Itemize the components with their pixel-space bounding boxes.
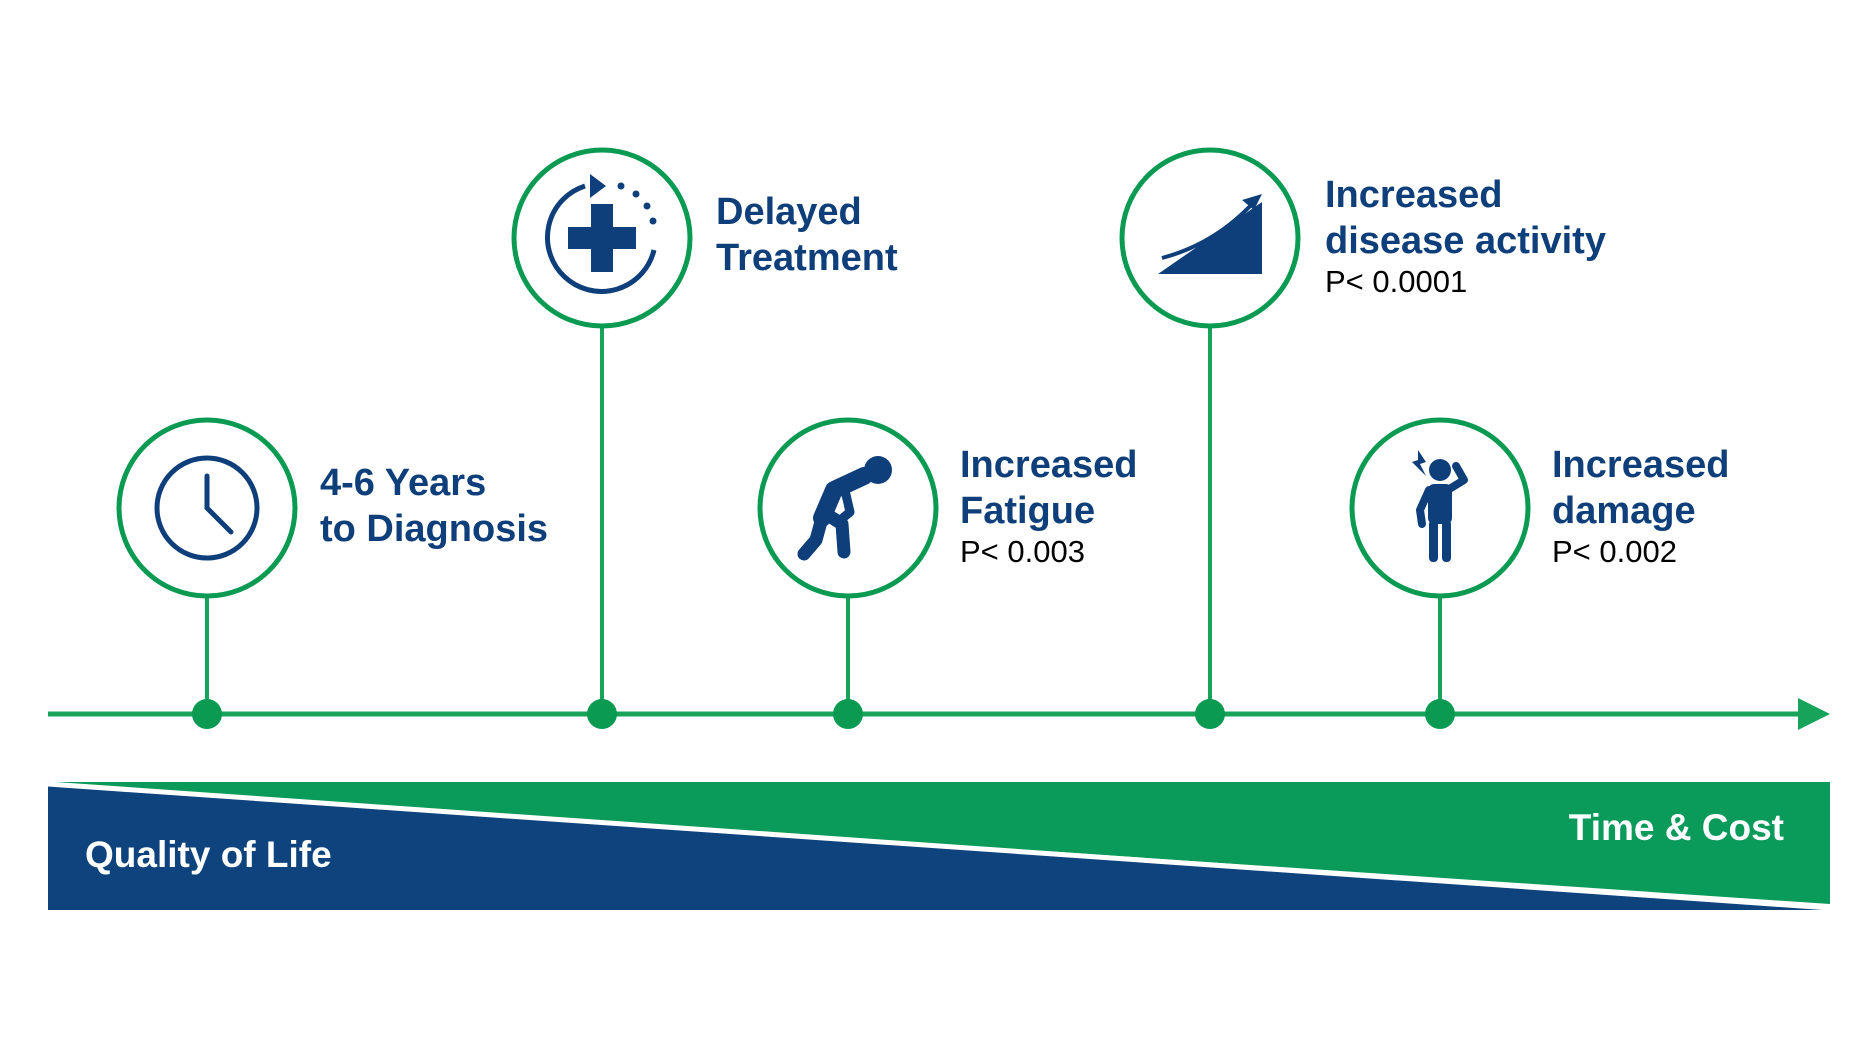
axis-dot-treatment	[587, 699, 617, 729]
axis-dot-disease	[1195, 699, 1225, 729]
tired-person-icon	[797, 456, 892, 561]
rising-trend-icon	[1158, 194, 1262, 274]
band-divider	[47, 781, 1831, 911]
medical-cross-refresh-icon	[544, 174, 657, 294]
time-and-cost-label: Time & Cost	[1568, 807, 1784, 848]
timeline-arrowhead	[1798, 698, 1830, 730]
label-fatigue-line2: Fatigue	[960, 490, 1096, 532]
label-disease: Increased disease activity P< 0.0001	[1325, 172, 1606, 300]
label-fatigue: Increased Fatigue P< 0.003	[960, 442, 1137, 570]
axis-dot-fatigue	[833, 699, 863, 729]
label-diagnosis-line1: 4-6 Years	[320, 462, 487, 504]
label-treatment: Delayed Treatment	[716, 189, 898, 281]
quality-of-life-label: Quality of Life	[85, 834, 332, 875]
axis-dot-damage	[1425, 699, 1455, 729]
label-diagnosis-line2: to Diagnosis	[320, 508, 549, 550]
label-treatment-line1: Delayed	[716, 191, 862, 233]
clock-icon	[154, 455, 260, 561]
label-damage-line1: Increased	[1552, 444, 1730, 486]
label-disease-line2: disease activity	[1325, 220, 1606, 262]
label-damage-p-value: P< 0.002	[1552, 534, 1677, 569]
axis-dot-diagnosis	[192, 699, 222, 729]
person-headache-icon	[1412, 450, 1468, 562]
label-damage: Increased damage P< 0.002	[1552, 442, 1729, 570]
label-fatigue-line1: Increased	[960, 444, 1138, 486]
label-diagnosis: 4-6 Years to Diagnosis	[320, 460, 548, 552]
label-damage-line2: damage	[1552, 490, 1696, 532]
label-fatigue-p-value: P< 0.003	[960, 534, 1085, 569]
label-disease-line1: Increased	[1325, 174, 1503, 216]
label-treatment-line2: Treatment	[716, 237, 898, 279]
label-disease-p-value: P< 0.0001	[1325, 264, 1468, 299]
